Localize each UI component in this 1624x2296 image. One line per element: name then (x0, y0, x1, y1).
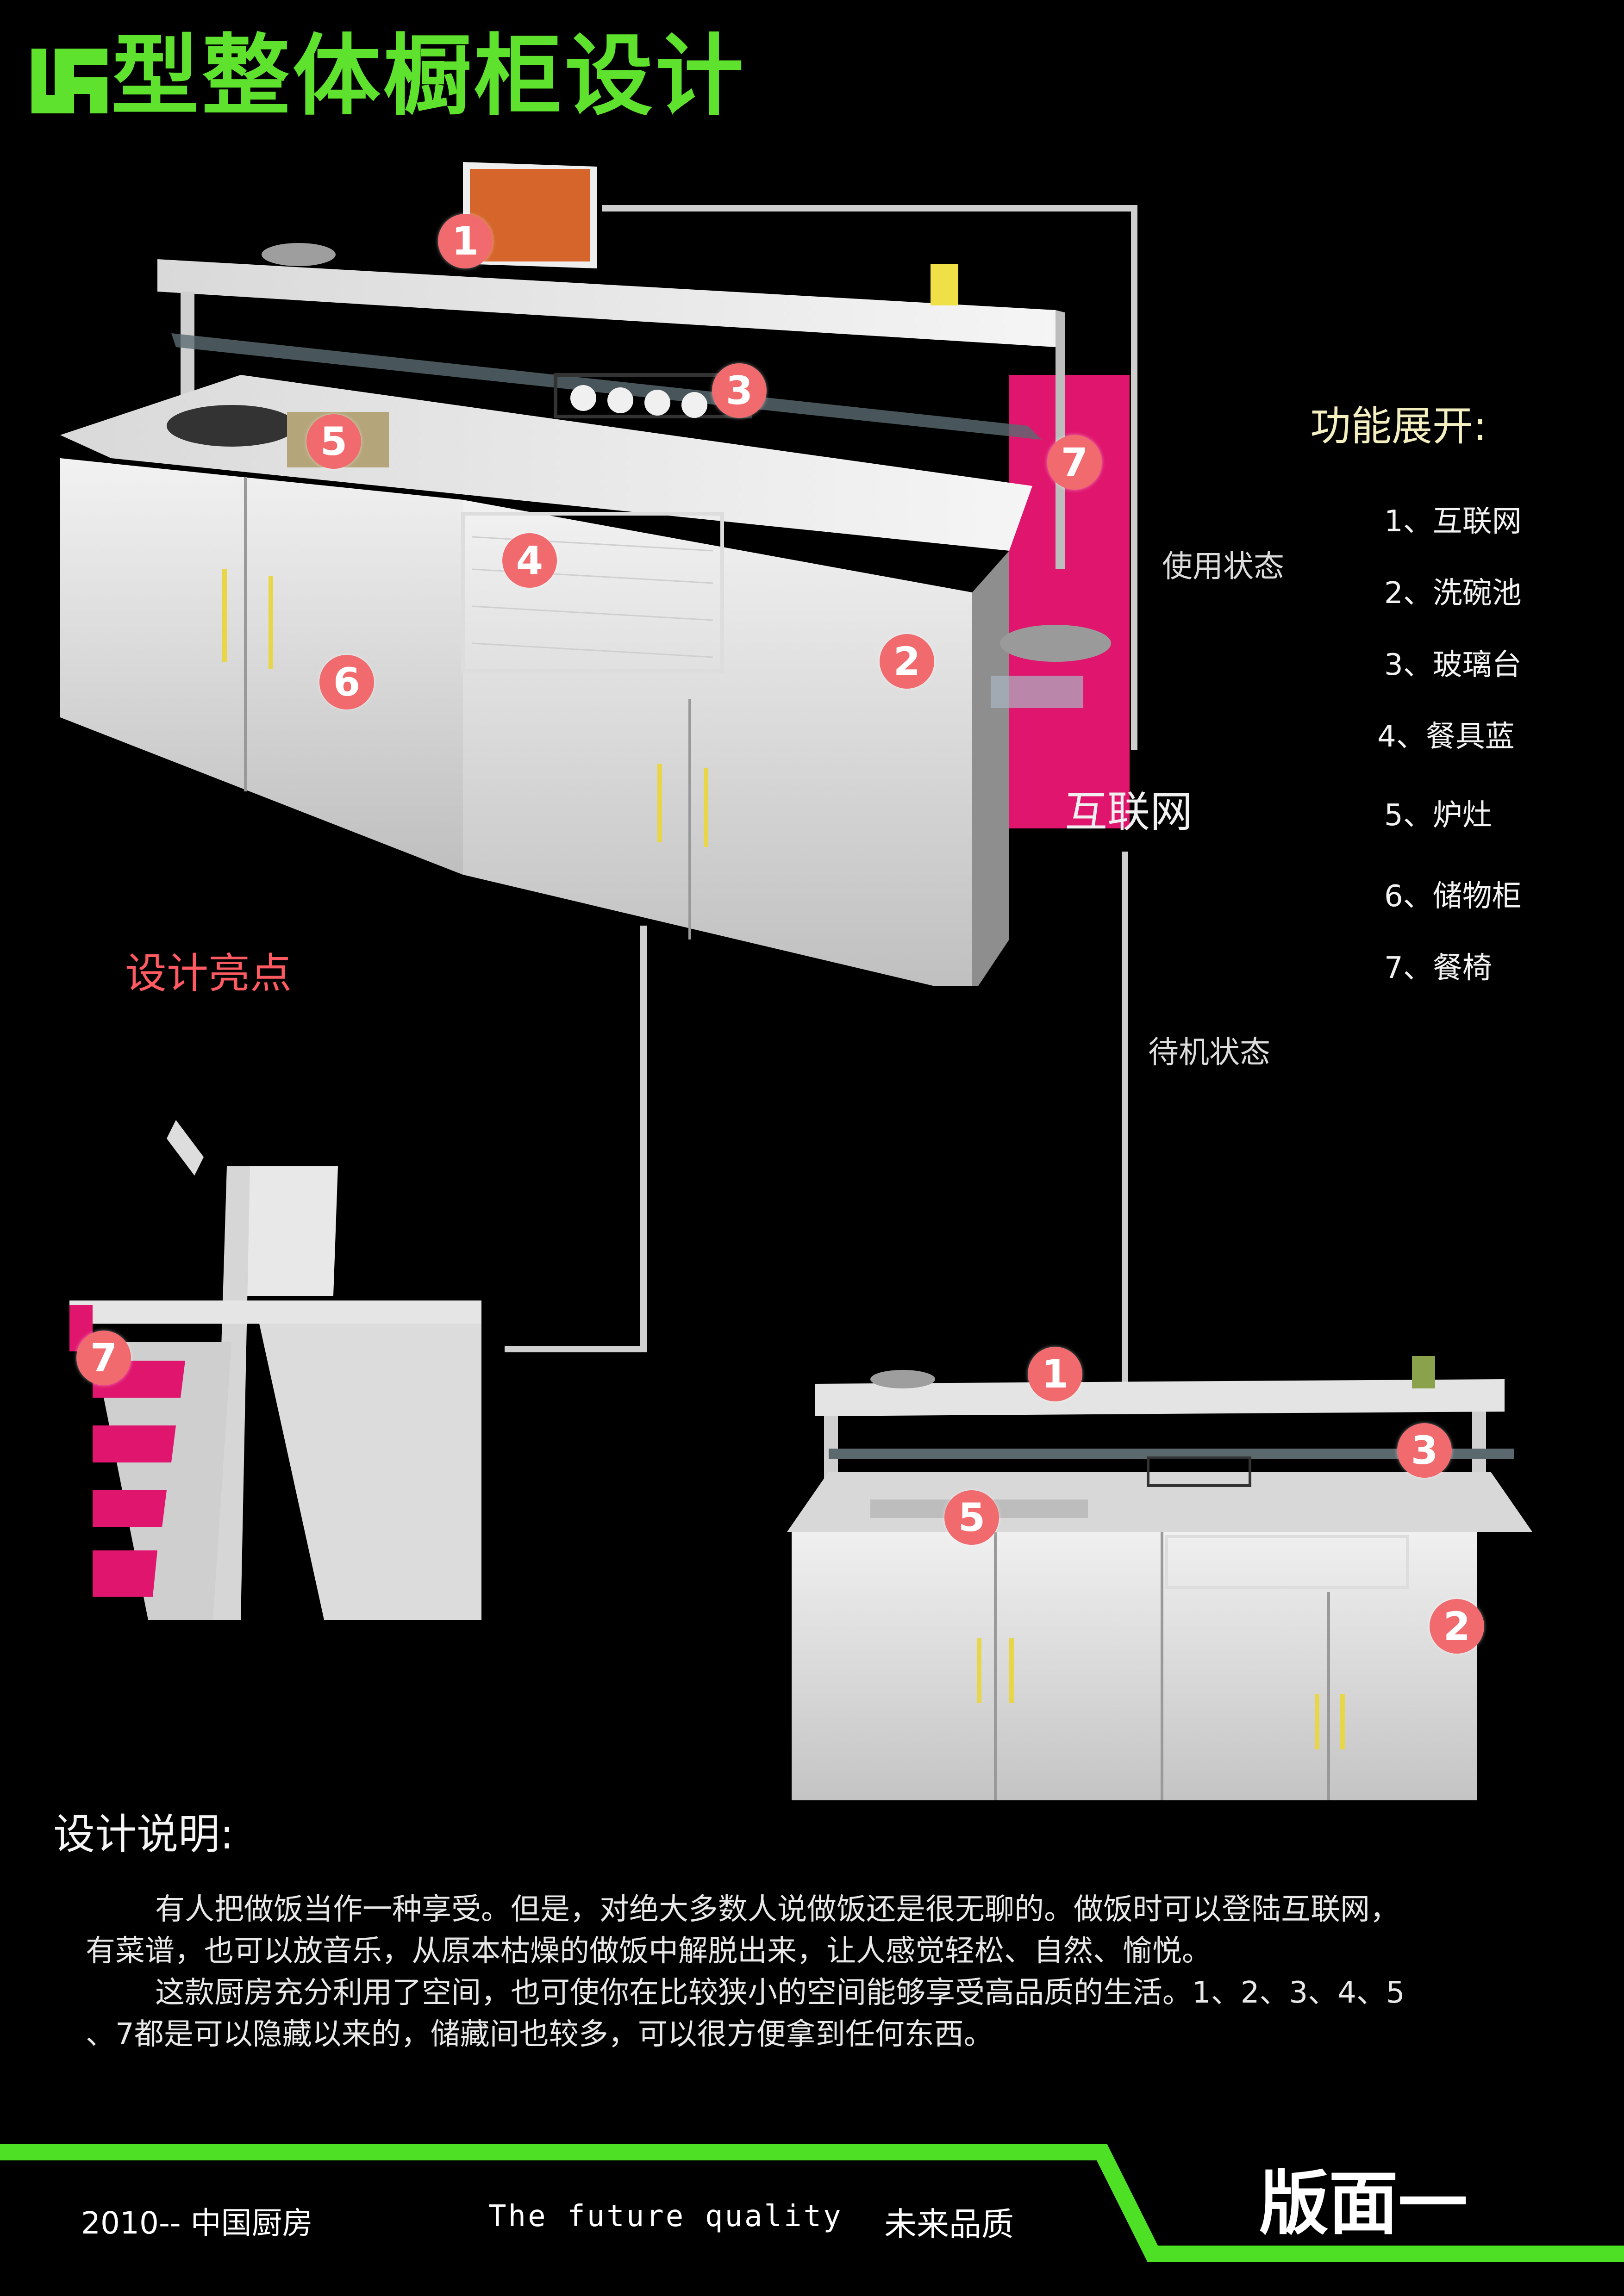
design-description-heading: 设计说明: (53, 1810, 234, 1859)
feature-item: 3、玻璃台 (1384, 648, 1522, 682)
page-title: 型整体橱柜设计 (111, 25, 747, 127)
in-use-state-label: 使用状态 (1162, 548, 1284, 584)
feature-item: 4、餐具蓝 (1377, 720, 1515, 754)
feature-item: 7、餐椅 (1384, 951, 1492, 985)
standby-badge-5: 5 (944, 1490, 999, 1545)
feature-item: 6、储物柜 (1384, 879, 1522, 914)
design-highlights-label: 设计亮点 (125, 949, 292, 998)
feature-heading: 功能展开: (1310, 402, 1487, 450)
standby-badge-1: 1 (1028, 1347, 1082, 1401)
feature-item: 1、互联网 (1384, 504, 1522, 539)
badge-3: 3 (712, 363, 767, 418)
description-line: 有菜谱，也可以放音乐，从原本枯燥的做饭中解脱出来，让人感觉轻松、自然、愉悦。 (86, 1934, 1212, 1968)
standby-badge-2: 2 (1430, 1599, 1484, 1654)
footer-band (0, 2144, 1624, 2262)
badge-7: 7 (1047, 435, 1102, 490)
description-line: 有人把做饭当作一种享受。但是，对绝大多数人说做饭还是很无聊的。做饭时可以登陆互联… (155, 1892, 1399, 1927)
internet-label: 互联网 (1065, 787, 1193, 837)
logo-icon (31, 49, 107, 113)
badge-1: 1 (438, 214, 493, 268)
badge-4: 4 (502, 533, 557, 588)
feature-item: 5、炉灶 (1384, 798, 1492, 833)
badge-2: 2 (880, 634, 934, 689)
kitchen-use-state-illustration (60, 162, 1130, 986)
chair-detail-illustration (69, 1120, 481, 1620)
footer-year-label: 2010-- 中国厨房 (81, 2205, 313, 2241)
chair-badge-7: 7 (76, 1331, 131, 1385)
footer-slogan: The future quality (488, 2199, 843, 2234)
badge-6: 6 (319, 655, 374, 709)
feature-item: 2、洗碗池 (1384, 576, 1522, 610)
footer-quality-label: 未来品质 (884, 2205, 1014, 2243)
standby-badge-3: 3 (1397, 1423, 1452, 1478)
panel-number: 版面一 (1259, 2164, 1468, 2244)
description-line: 这款厨房充分利用了空间，也可使你在比较狭小的空间能够享受高品质的生活。1、2、3… (155, 1976, 1405, 2010)
description-line: 、7都是可以隐藏以来的，储藏间也较多，可以很方便拿到任何东西。 (86, 2017, 993, 2052)
standby-state-label: 待机状态 (1148, 1034, 1270, 1070)
kitchen-standby-state-illustration (787, 1356, 1532, 1800)
badge-5: 5 (306, 414, 361, 469)
